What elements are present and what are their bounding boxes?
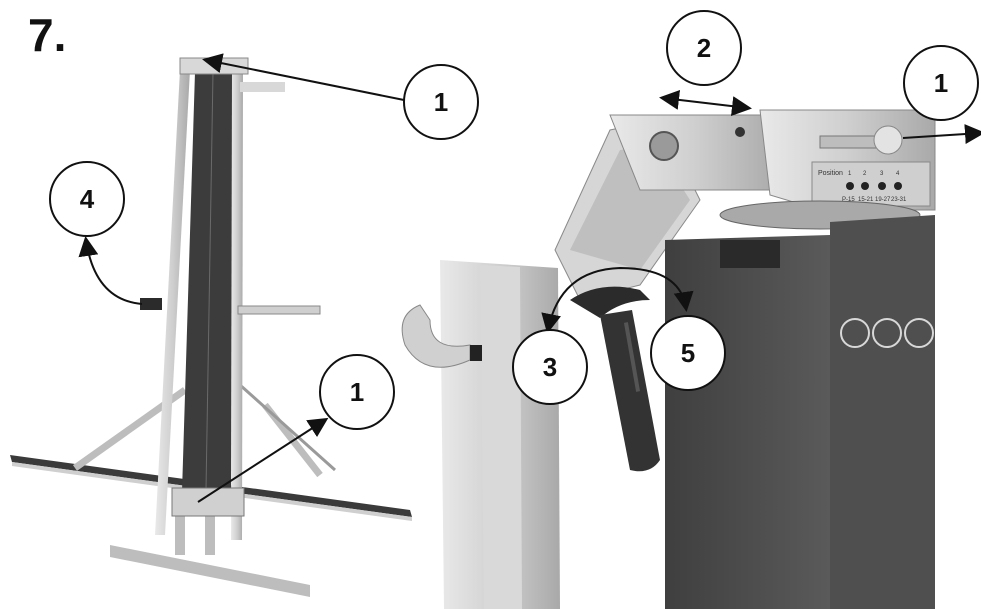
position-range-label: 15-21 [858,197,874,203]
callout-detail-lever-left: 3 [512,329,588,405]
callout-label: 5 [681,338,695,368]
callout-detail-slide: 2 [666,10,742,86]
callout-label: 2 [697,33,711,63]
goggles-icon [872,318,902,348]
position-slot-label: 3 [880,171,884,177]
step-number: 7. [28,9,67,61]
callout-label: 3 [543,352,557,382]
position-slot-label: 2 [863,171,867,177]
mask-icon [904,318,934,348]
position-range-label: P-15 [842,197,855,203]
position-range-label: 23-31 [891,197,907,203]
callout-overview-side: 4 [49,161,125,237]
callout-label: 4 [80,184,95,214]
glove-icon [840,318,870,348]
position-slot-label: 1 [848,171,852,177]
callout-detail-right: 1 [903,45,979,121]
callout-detail-lever-right: 5 [650,315,726,391]
position-range-label: 19-27 [875,197,891,203]
machine-overview [10,57,412,597]
machine-detail [401,109,936,609]
callout-label: 1 [350,377,364,407]
callout-overview-bottom: 1 [319,354,395,430]
position-slot-label: 4 [896,171,900,177]
callout-label: 1 [434,87,448,117]
position-plate-title: Position [818,170,843,177]
position-slots: 1 2 3 4 P-15 15-21 19-27 23-31 [842,171,907,203]
callout-overview-top: 1 [403,64,479,140]
callout-label: 1 [934,68,948,98]
position-plate [811,161,931,207]
